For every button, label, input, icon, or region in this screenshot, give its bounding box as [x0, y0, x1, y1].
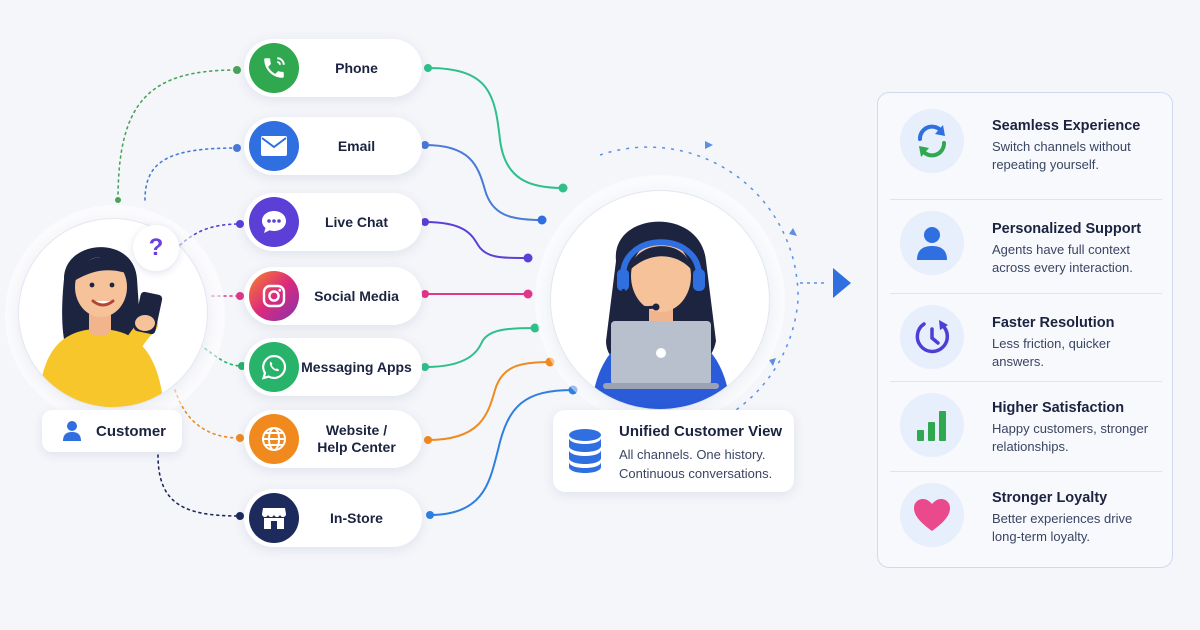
customer-to-messaging-line — [199, 344, 243, 367]
benefit-description: Agents have full context across every in… — [992, 242, 1133, 275]
benefit-title: Stronger Loyalty — [992, 490, 1108, 506]
agent-social-dot — [523, 289, 533, 299]
email-to-agent-line — [424, 144, 543, 221]
phone-to-agent-line — [427, 67, 564, 189]
instore-to-agent-line — [429, 389, 574, 516]
benefit-description: Switch channels without repeating yourse… — [992, 139, 1131, 172]
channel-email-label: Email — [337, 137, 376, 154]
benefit-description: Happy customers, stronger relationships. — [992, 421, 1149, 454]
phone-end-dot — [424, 64, 432, 72]
channel-social-media-label: Social Media — [314, 287, 399, 304]
benefit-title: Higher Satisfaction — [992, 400, 1125, 416]
customer-to-instore-line — [157, 454, 241, 517]
website-end-dot — [424, 436, 432, 444]
channel-email[interactable]: Email — [244, 117, 422, 175]
database-icon — [569, 429, 601, 473]
channel-website-label: Website / Help Center — [317, 422, 396, 455]
envelope-icon — [249, 121, 299, 171]
customer-avatar — [18, 218, 208, 408]
channel-messaging-apps-label: Messaging Apps — [301, 358, 412, 375]
sync-arrows-icon — [900, 109, 964, 173]
benefit-description: Better experiences drive long-term loyal… — [992, 511, 1133, 544]
unified-customer-view-card: Unified Customer View All channels. One … — [553, 410, 794, 492]
messaging-end-dot — [421, 363, 429, 371]
channel-social-media[interactable]: Social Media — [244, 267, 422, 325]
customer-label-text: Customer — [96, 422, 167, 440]
customer-to-phone-line — [117, 69, 238, 201]
benefits-panel: Seamless Experience Switch channels with… — [877, 92, 1173, 568]
instore-end-dot — [426, 511, 434, 519]
divider — [890, 471, 1162, 472]
divider — [890, 199, 1162, 200]
orbit-arrow-3 — [769, 358, 776, 366]
customer-to-email-line — [144, 147, 238, 201]
agent-orbit-ring — [599, 146, 799, 421]
orbit-arrow-1 — [705, 141, 713, 149]
social-start-dot — [236, 292, 244, 300]
channel-phone[interactable]: Phone — [244, 39, 422, 97]
social-end-dot — [421, 290, 429, 298]
customer-top-dot — [115, 197, 121, 203]
channel-live-chat[interactable]: Live Chat — [244, 193, 422, 251]
bar-chart-icon — [900, 393, 964, 457]
agent-email-dot — [537, 215, 547, 225]
email-start-dot — [233, 144, 241, 152]
unified-view-title: Unified Customer View — [619, 423, 783, 440]
channel-phone-label: Phone — [335, 59, 378, 76]
divider — [890, 381, 1162, 382]
phone-start-dot — [233, 66, 241, 74]
agent-illustration — [591, 221, 731, 409]
channel-in-store-label: In-Store — [330, 509, 383, 526]
unified-view-subtitle-line2: Continuous conversations. — [619, 466, 773, 481]
messaging-to-agent-line — [424, 327, 536, 368]
whatsapp-icon — [249, 342, 299, 392]
storefront-icon — [249, 493, 299, 543]
benefit-title: Personalized Support — [992, 221, 1142, 237]
question-bubble: ? — [133, 225, 179, 271]
unified-view-subtitle: All channels. One history. Continuous co… — [619, 445, 772, 483]
agent-avatar — [550, 190, 770, 410]
user-icon — [900, 211, 964, 275]
globe-icon — [249, 414, 299, 464]
agent-chat-dot — [523, 253, 533, 263]
email-end-dot — [421, 141, 429, 149]
channel-in-store[interactable]: In-Store — [244, 489, 422, 547]
instagram-icon — [249, 271, 299, 321]
instore-start-dot — [236, 512, 244, 520]
channel-website-help-center[interactable]: Website / Help Center — [244, 410, 422, 468]
chat-end-dot — [421, 218, 429, 226]
orbit-arrow-2 — [789, 228, 797, 236]
chat-bubble-icon — [249, 197, 299, 247]
customer-user-icon — [63, 421, 81, 441]
question-mark: ? — [148, 234, 164, 261]
channel-live-chat-label: Live Chat — [324, 213, 388, 230]
benefit-title: Seamless Experience — [992, 118, 1141, 134]
arrow-right-icon — [833, 268, 851, 298]
heart-icon — [900, 483, 964, 547]
customer-to-website-line — [174, 389, 241, 439]
unified-view-subtitle-line1: All channels. One history. — [619, 447, 766, 462]
divider — [890, 293, 1162, 294]
website-to-agent-line — [427, 361, 551, 441]
chat-start-dot — [236, 220, 244, 228]
clock-icon — [900, 305, 964, 369]
chat-to-agent-line — [424, 221, 529, 259]
customer-illustration — [39, 247, 164, 407]
agent-phone-dot — [558, 183, 568, 193]
phone-icon — [249, 43, 299, 93]
benefit-title: Faster Resolution — [992, 315, 1115, 331]
channel-messaging-apps[interactable]: Messaging Apps — [244, 338, 422, 396]
customer-label: Customer — [42, 410, 182, 452]
website-start-dot — [236, 434, 244, 442]
benefit-description: Less friction, quicker answers. — [992, 336, 1111, 369]
